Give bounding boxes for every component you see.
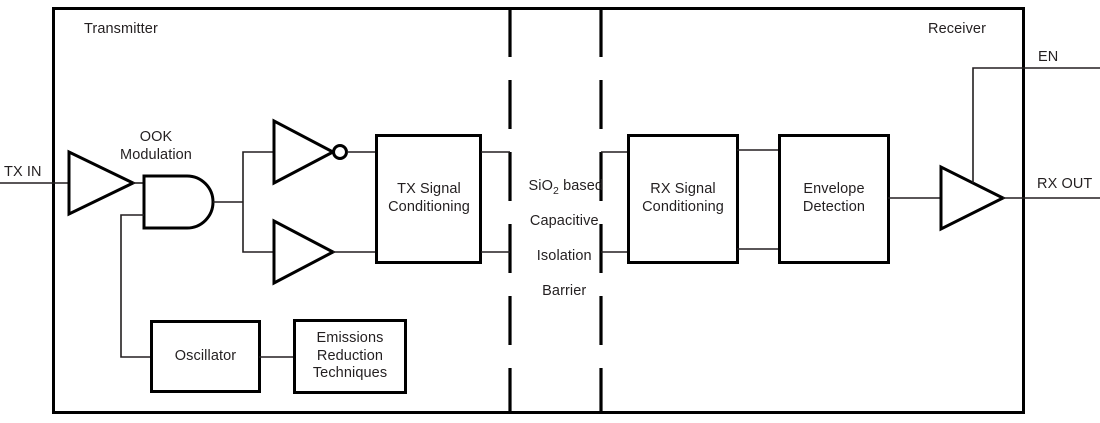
oscillator-label: Oscillator: [174, 348, 237, 364]
barrier-line-4: Barrier: [542, 282, 587, 299]
transmitter-region-label: Transmitter: [84, 21, 158, 37]
chip-outline: [52, 7, 1025, 414]
barrier-line-2: Capacitive: [529, 212, 599, 229]
rx-signal-conditioning-block: [627, 134, 739, 264]
tx-input-buffer-icon: [67, 149, 137, 217]
oscillator-to-and-gate-wire: [120, 214, 151, 358]
enable-port-label: EN: [1038, 49, 1059, 65]
emissions-reduction-block: [293, 319, 407, 394]
tx-signal-conditioning-block: [375, 134, 482, 264]
barrier-subscript: 2: [553, 184, 559, 197]
and-gate-icon: [142, 174, 215, 230]
inverter-bubble-icon: [332, 144, 348, 160]
receiver-region-label: Receiver: [928, 21, 987, 37]
tx-in-port-label: TX IN: [4, 164, 42, 180]
envelope-detection-block: [778, 134, 890, 264]
rx-out-port-label: RX OUT: [1037, 176, 1093, 192]
oscillator-block: [150, 320, 261, 393]
barrier-line-3: Isolation: [536, 247, 592, 264]
output-buffer-icon: [939, 164, 1007, 232]
isolation-barrier-label: SiO2 based Capacitive Isolation Barrier: [512, 160, 603, 318]
buffer-icon: [272, 218, 337, 286]
driver-fanout-upper-wire: [242, 151, 274, 202]
driver-fanout-lower-wire: [242, 202, 274, 253]
inverter-icon: [272, 118, 337, 186]
enable-net-wire: [972, 67, 1100, 183]
barrier-line-1: SiO2 based: [528, 177, 604, 197]
